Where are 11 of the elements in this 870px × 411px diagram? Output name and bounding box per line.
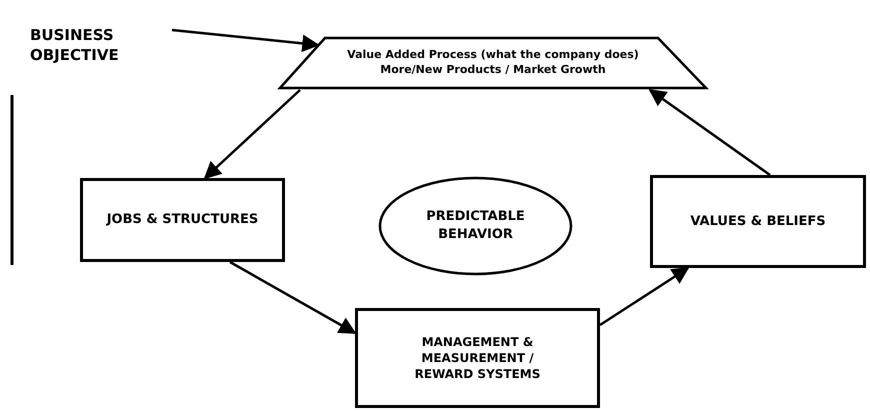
ellipse-node: PREDICTABLE BEHAVIOR <box>378 176 573 276</box>
process-box: MANAGEMENT & MEASUREMENT / REWARD SYSTEMS <box>355 308 600 408</box>
trapezoid-box: Value Added Process (what the company does) More/New Products / Market Growth <box>278 36 708 90</box>
heading-text: BUSINESS OBJECTIVE <box>30 14 180 76</box>
arrow <box>599 266 690 326</box>
arrow <box>204 89 301 180</box>
arrow <box>229 260 357 334</box>
arrow <box>648 88 771 176</box>
arrow <box>172 28 320 52</box>
process-box: VALUES & BELIEFS <box>650 175 866 268</box>
process-box: JOBS & STRUCTURES <box>80 178 285 262</box>
